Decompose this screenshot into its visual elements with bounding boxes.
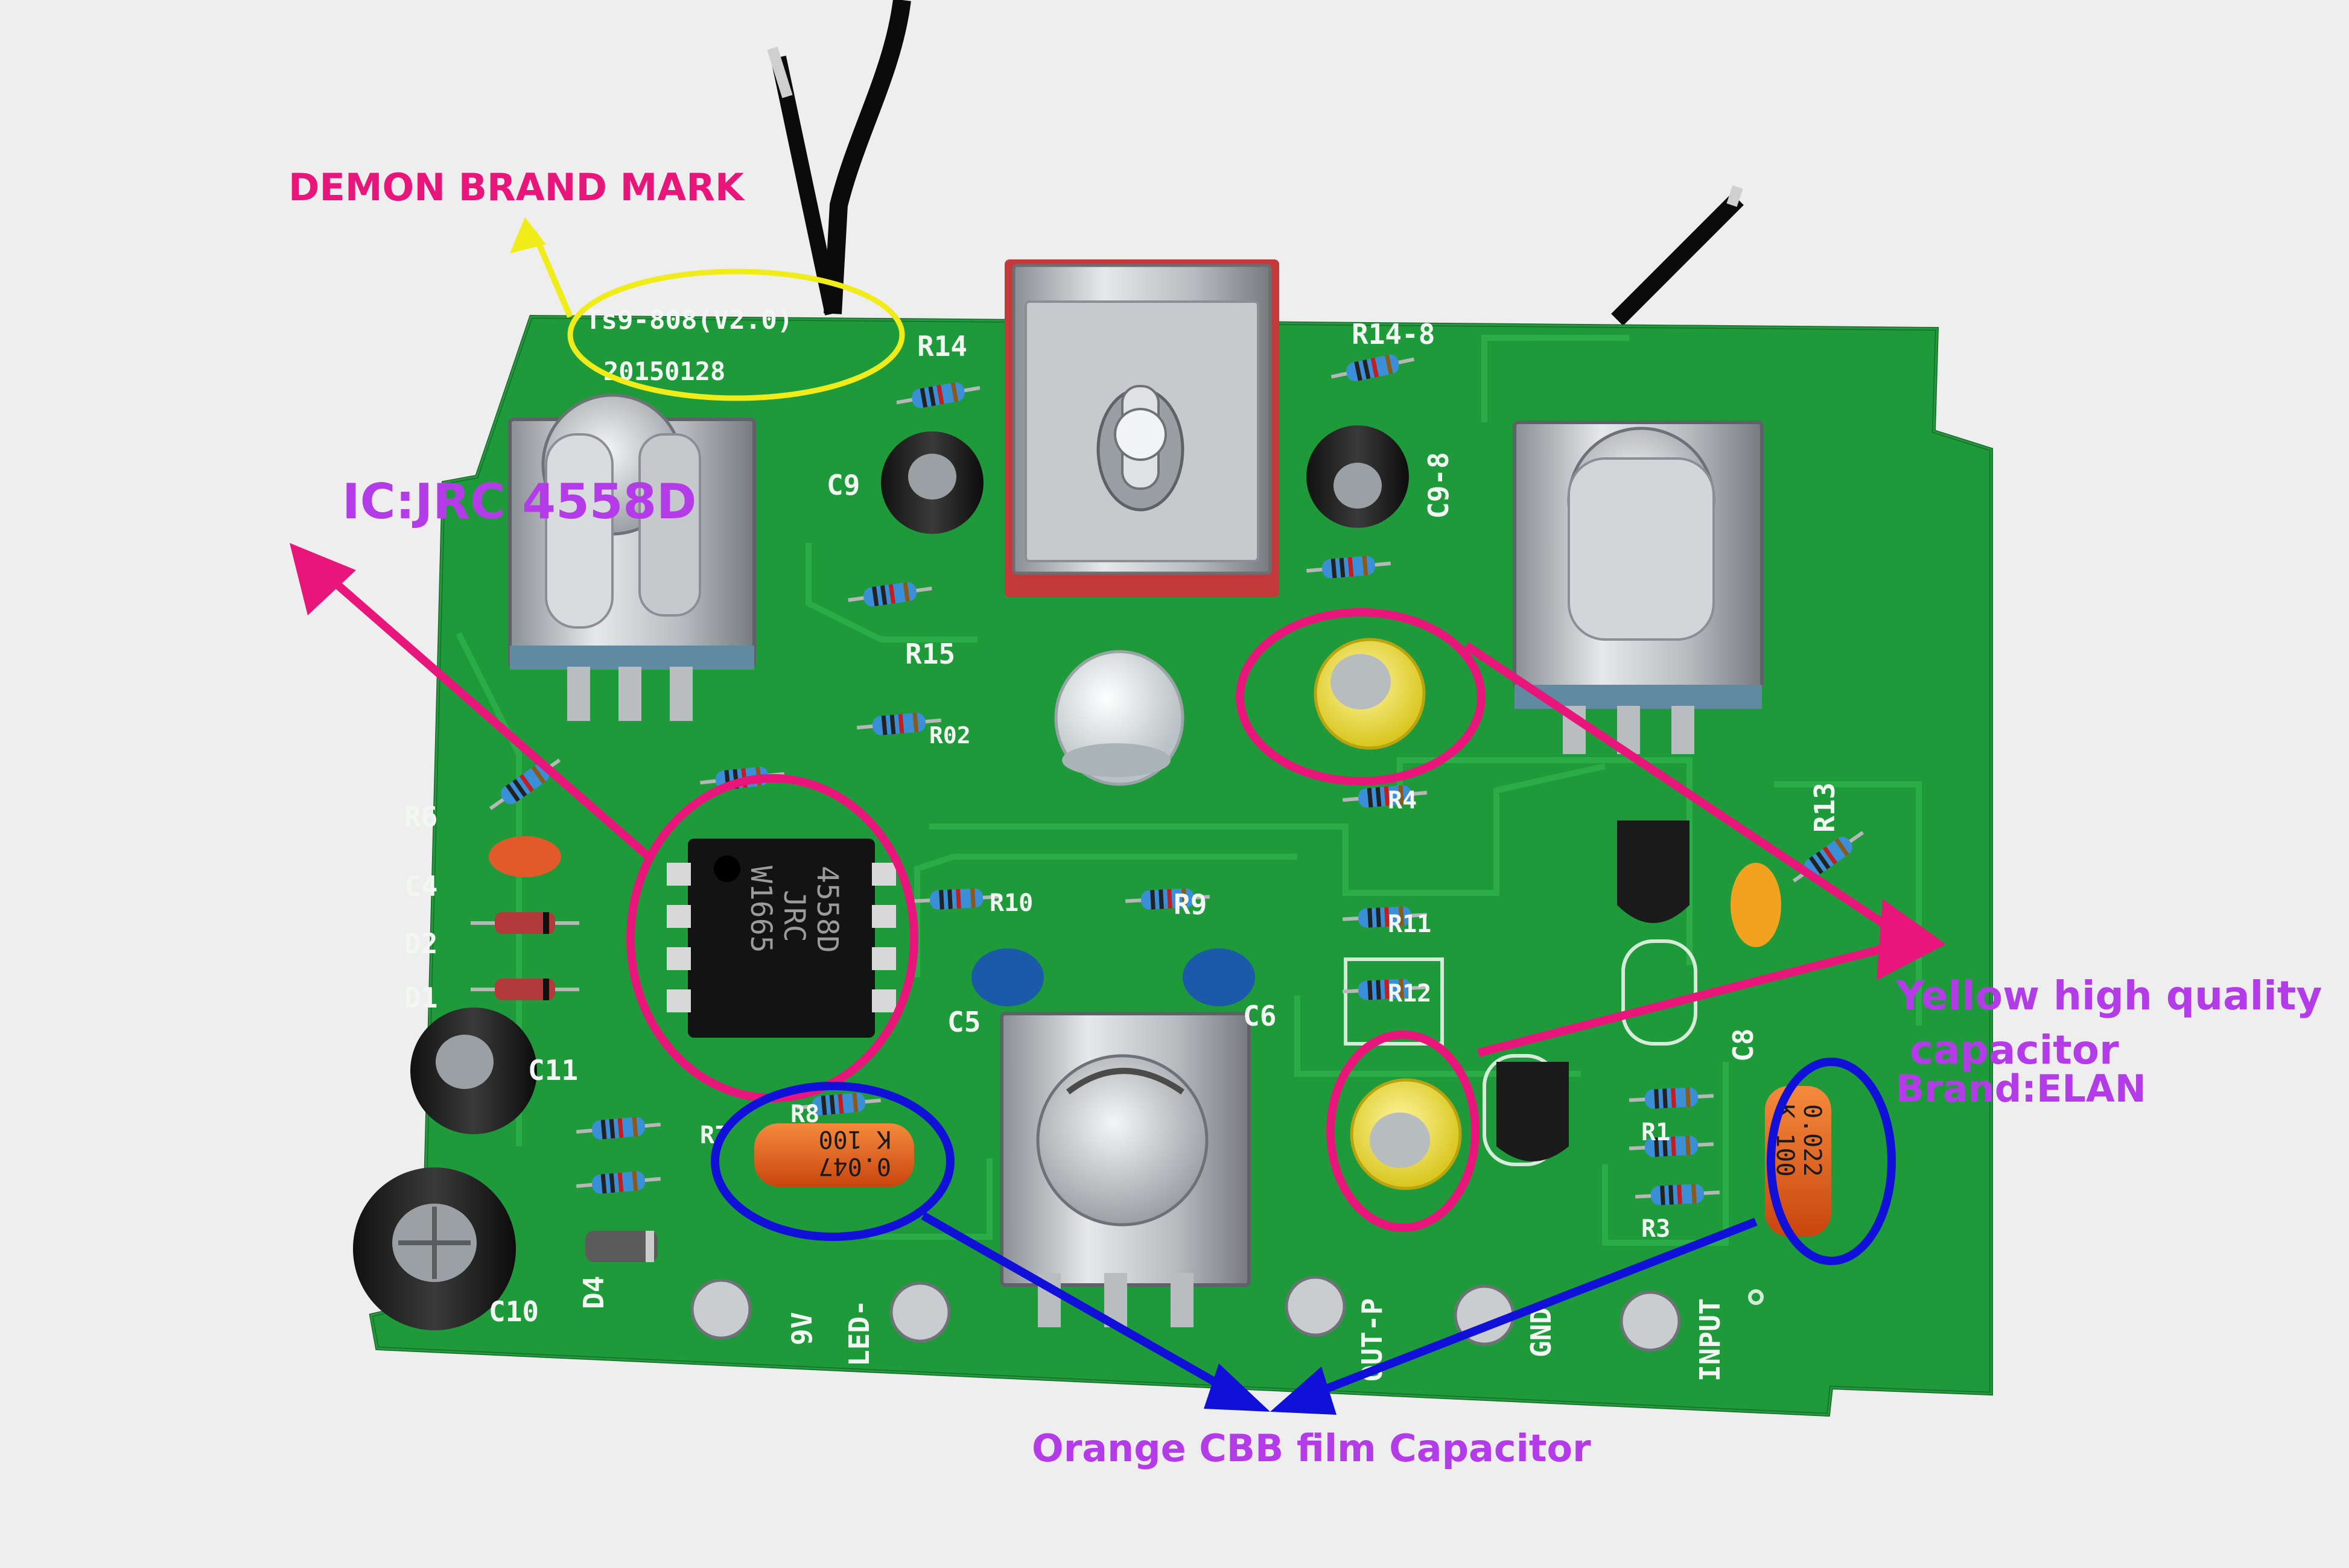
silk-9v: 9V bbox=[786, 1312, 818, 1345]
yellow-capacitor-upper bbox=[1314, 638, 1426, 750]
silk-c10: C10 bbox=[489, 1295, 539, 1328]
ic-marking-line1: 4558D bbox=[810, 866, 844, 953]
silk-c9-8: C9-8 bbox=[1422, 452, 1455, 519]
silk-r10: R10 bbox=[990, 889, 1033, 917]
electrolytic-capacitor-c10 bbox=[353, 1167, 516, 1330]
silk-r14-8: R14-8 bbox=[1352, 318, 1435, 351]
silk-d2: D2 bbox=[404, 927, 437, 960]
silk-r11: R11 bbox=[1388, 910, 1431, 938]
silk-r8: R8 bbox=[790, 1100, 819, 1128]
label-orange-cbb-film-capacitor: Orange CBB film Capacitor bbox=[1032, 1426, 1591, 1470]
silk-c11: C11 bbox=[528, 1054, 578, 1087]
ic-marking-line3: W1665 bbox=[744, 866, 778, 953]
silk-r1: R1 bbox=[1641, 1119, 1670, 1146]
silk-led-minus: LED- bbox=[843, 1300, 876, 1366]
label-ic-jrc: IC:JRC 4558D bbox=[342, 474, 697, 530]
ic-jrc-4558d bbox=[667, 839, 896, 1038]
silk-r4: R4 bbox=[1388, 787, 1417, 814]
led bbox=[1054, 650, 1184, 786]
silk-r3: R3 bbox=[1641, 1215, 1670, 1243]
diode-d1 bbox=[471, 979, 579, 1000]
label-capacitor-brand-elan: Brand:ELAN bbox=[1896, 1067, 2146, 1111]
film-capacitor-right bbox=[1765, 1086, 1831, 1237]
ceramic-capacitor-c5 bbox=[971, 948, 1044, 1006]
battery-wires bbox=[767, 0, 1744, 326]
film-capacitor-right-value: 0.022 bbox=[1798, 1104, 1826, 1176]
film-capacitor-left-value: 0.047 bbox=[819, 1152, 891, 1180]
silk-r6: R6 bbox=[404, 801, 437, 833]
electrolytic-capacitor-c11 bbox=[410, 1008, 537, 1134]
annotation-orange-capacitors bbox=[711, 1058, 1896, 1415]
silk-input: INPUT bbox=[1694, 1298, 1726, 1382]
potentiometer-top-left bbox=[508, 393, 756, 721]
label-demon-brand-mark: DEMON BRAND MARK bbox=[288, 165, 745, 209]
label-yellow-capacitor: Yellow high quality bbox=[1896, 973, 2322, 1019]
diode-d2 bbox=[471, 912, 579, 934]
transistor-lower bbox=[1496, 1062, 1569, 1161]
potentiometer-bottom-center bbox=[1000, 1012, 1251, 1327]
annotation-brand-mark bbox=[510, 217, 905, 401]
silk-r02: R02 bbox=[929, 722, 971, 749]
silk-r15: R15 bbox=[905, 638, 955, 670]
silk-c5: C5 bbox=[947, 1006, 981, 1038]
silk-r9: R9 bbox=[1174, 888, 1207, 921]
silk-r14: R14 bbox=[917, 330, 967, 363]
ic-marking-line2: JRC bbox=[777, 890, 811, 942]
solder-pads bbox=[690, 1275, 1681, 1352]
silk-r12: R12 bbox=[1388, 980, 1431, 1008]
label-yellow-capacitor-line2: capacitor bbox=[1910, 1027, 2119, 1073]
potentiometer-top-right bbox=[1513, 421, 1764, 754]
film-capacitor-left-rating: K 100 bbox=[819, 1125, 891, 1153]
silk-d1: D1 bbox=[404, 982, 437, 1014]
film-capacitor-left bbox=[754, 1123, 914, 1187]
board-version-text: Ts9-808(V2.0) bbox=[585, 305, 793, 335]
electrolytic-capacitor-c9-8 bbox=[1306, 425, 1409, 528]
yellow-capacitor-lower bbox=[1350, 1078, 1462, 1190]
silk-d4: D4 bbox=[577, 1276, 610, 1309]
transistor-right bbox=[1617, 821, 1689, 923]
silk-gnd: GND bbox=[1525, 1307, 1557, 1357]
silk-r13: R13 bbox=[1808, 782, 1841, 833]
annotation-yellow-capacitors bbox=[1236, 608, 1946, 1232]
silk-c8: C8 bbox=[1727, 1029, 1759, 1062]
ceramic-capacitor-c6 bbox=[1183, 948, 1255, 1006]
ceramic-capacitor-c8 bbox=[1731, 863, 1781, 947]
ceramic-capacitor-c4 bbox=[489, 836, 561, 877]
silk-c6: C6 bbox=[1243, 1000, 1276, 1032]
silk-c4: C4 bbox=[404, 870, 437, 903]
toggle-switch bbox=[1005, 259, 1279, 597]
diode-d4 bbox=[585, 1231, 658, 1262]
silk-c9: C9 bbox=[827, 469, 860, 501]
electrolytic-capacitor-c9 bbox=[881, 431, 984, 534]
